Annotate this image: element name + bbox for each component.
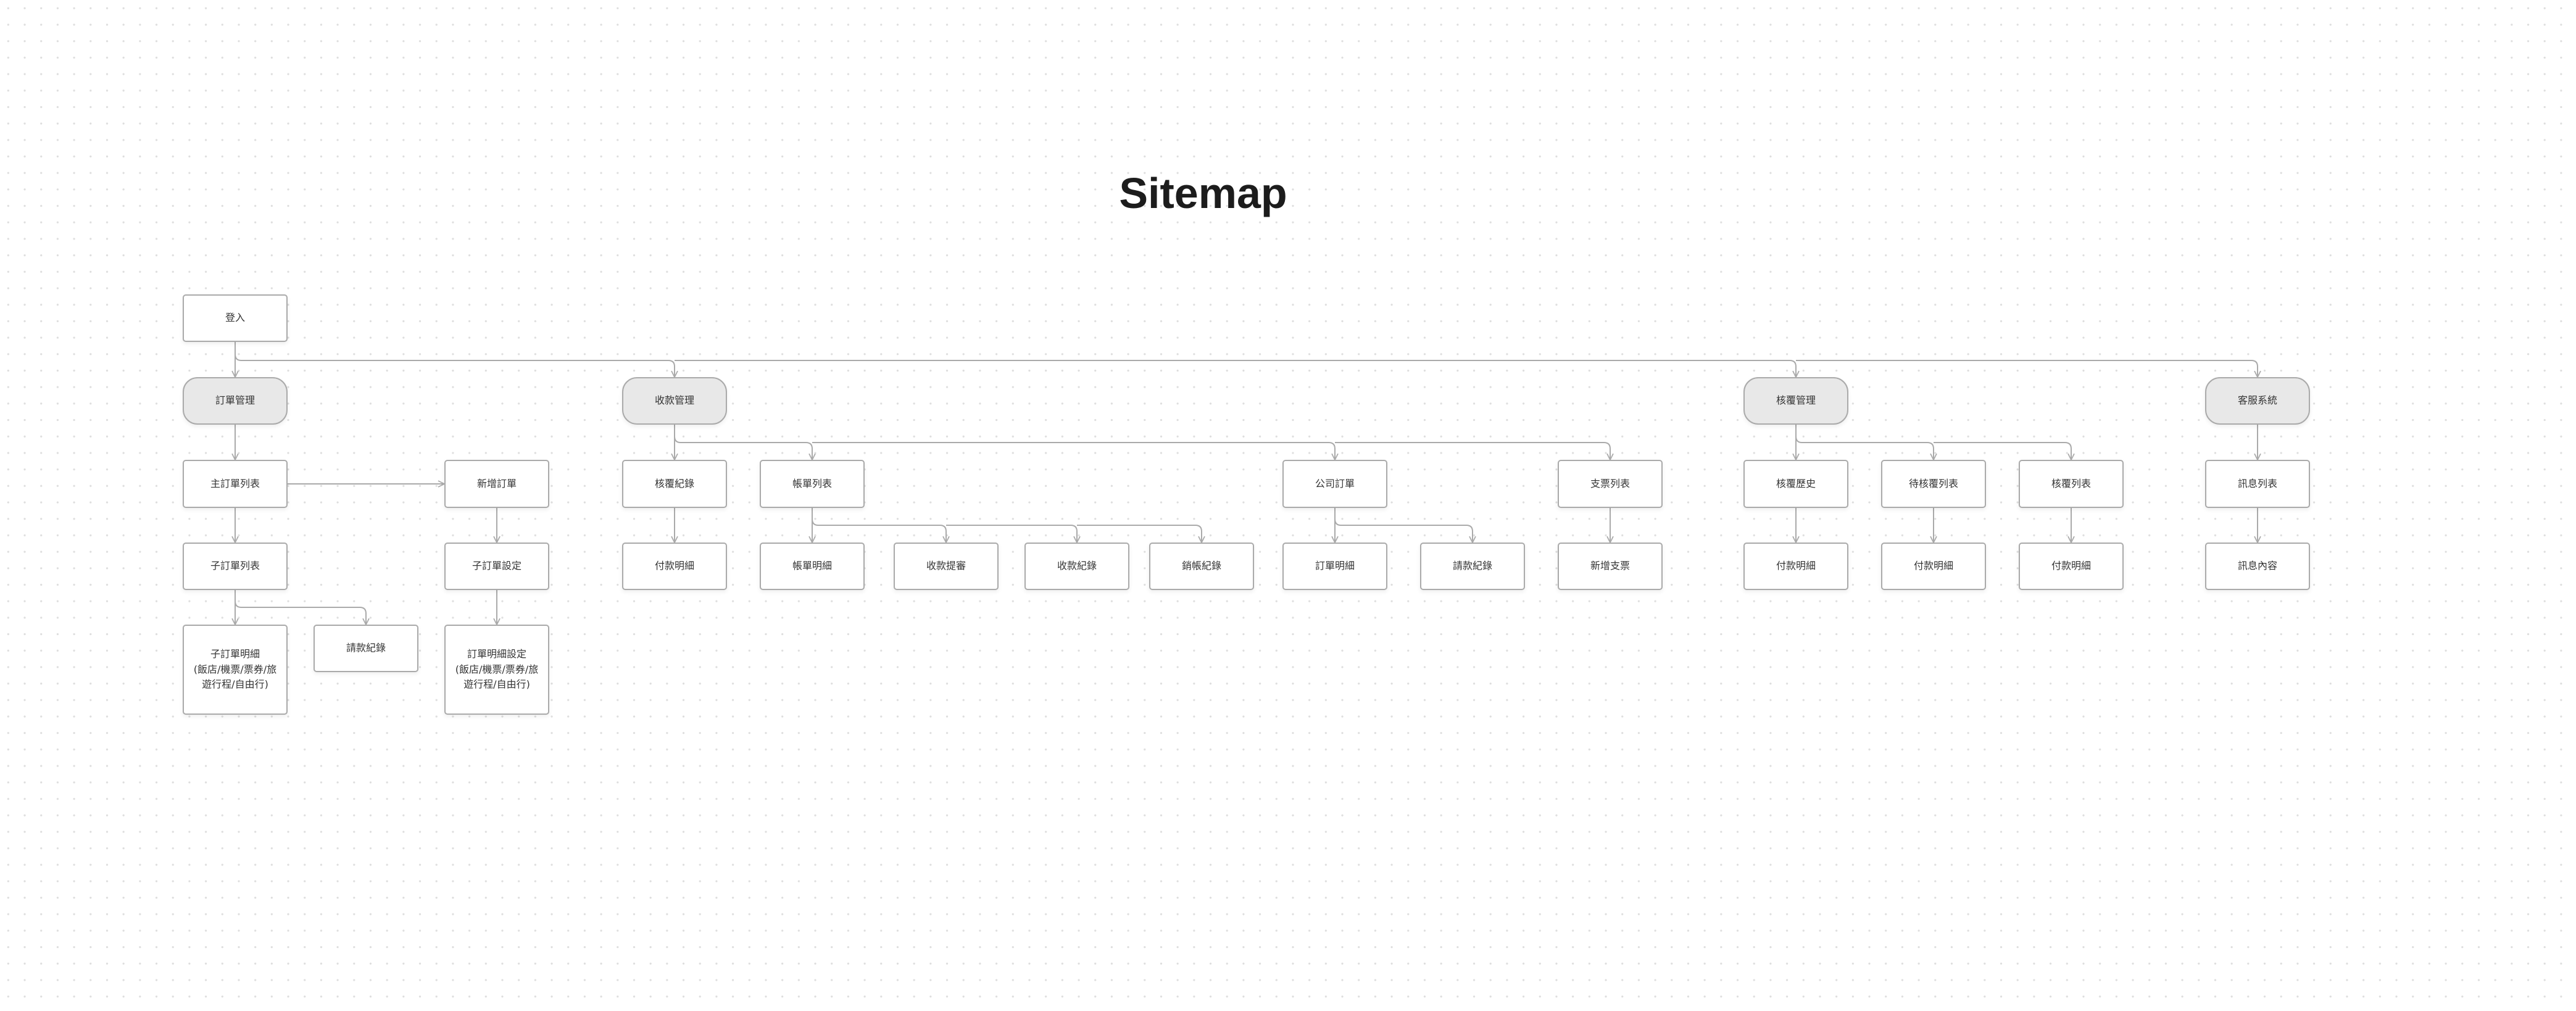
node-company-refund-record: 請款紀錄 xyxy=(1420,543,1525,590)
node-writeoff-record: 銷帳紀錄 xyxy=(1149,543,1254,590)
section-order-management: 訂單管理 xyxy=(183,377,288,425)
node-sub-order-setting: 子訂單設定 xyxy=(444,543,549,590)
node-new-order: 新增訂單 xyxy=(444,460,549,508)
node-pending-approval-list: 待核覆列表 xyxy=(1881,460,1986,508)
node-bill-detail: 帳單明細 xyxy=(760,543,865,590)
connector-payment-mgmt-bill-list xyxy=(674,425,812,460)
connector-sub-list-refund xyxy=(235,590,366,625)
node-order-detail-setting: 訂單明細設定 (飯店/機票/票券/旅 遊行程/自由行) xyxy=(444,625,549,715)
connector-bill-list-collection-review xyxy=(812,508,946,543)
connector-bill-list-writeoff-record xyxy=(1077,525,1202,543)
node-new-check: 新增支票 xyxy=(1558,543,1663,590)
connector-bill-list-collection-record xyxy=(946,525,1077,543)
section-approval-management: 核覆管理 xyxy=(1743,377,1848,425)
node-order-detail: 訂單明細 xyxy=(1282,543,1387,590)
page-title: Sitemap xyxy=(1119,169,1287,217)
connector-login-payment-mgmt xyxy=(235,342,675,377)
node-approval-record: 核覆紀錄 xyxy=(622,460,727,508)
node-bill-list: 帳單列表 xyxy=(760,460,865,508)
node-approval-list: 核覆列表 xyxy=(2019,460,2124,508)
node-sub-order-detail: 子訂單明細 (飯店/機票/票券/旅 遊行程/自由行) xyxy=(183,625,288,715)
node-main-order-list: 主訂單列表 xyxy=(183,460,288,508)
connector-payment-mgmt-check-list xyxy=(1335,442,1610,460)
connector-company-order-refund xyxy=(1334,508,1473,543)
node-sub-order-list: 子訂單列表 xyxy=(183,543,288,590)
section-customer-service: 客服系統 xyxy=(2205,377,2310,425)
connector-login-customer-service xyxy=(1796,360,2258,377)
node-message-list: 訊息列表 xyxy=(2205,460,2310,508)
node-approval-history: 核覆歷史 xyxy=(1743,460,1848,508)
node-payment-detail: 付款明細 xyxy=(622,543,727,590)
connector-login-approval-mgmt xyxy=(675,360,1796,377)
connector-payment-mgmt-company-order xyxy=(812,442,1335,460)
section-payment-management: 收款管理 xyxy=(622,377,727,425)
connector-approval-mgmt-pending xyxy=(1795,425,1934,460)
node-collection-record: 收款紀錄 xyxy=(1024,543,1129,590)
node-check-list: 支票列表 xyxy=(1558,460,1663,508)
connector-approval-mgmt-list xyxy=(1934,442,2071,460)
node-approval-history-payment-detail: 付款明細 xyxy=(1743,543,1848,590)
node-message-content: 訊息內容 xyxy=(2205,543,2310,590)
node-collection-review: 收款提審 xyxy=(894,543,999,590)
node-pending-payment-detail: 付款明細 xyxy=(1881,543,1986,590)
node-login: 登入 xyxy=(183,294,288,342)
node-refund-record: 請款紀錄 xyxy=(314,625,418,672)
node-approval-list-payment-detail: 付款明細 xyxy=(2019,543,2124,590)
node-company-order: 公司訂單 xyxy=(1282,460,1387,508)
